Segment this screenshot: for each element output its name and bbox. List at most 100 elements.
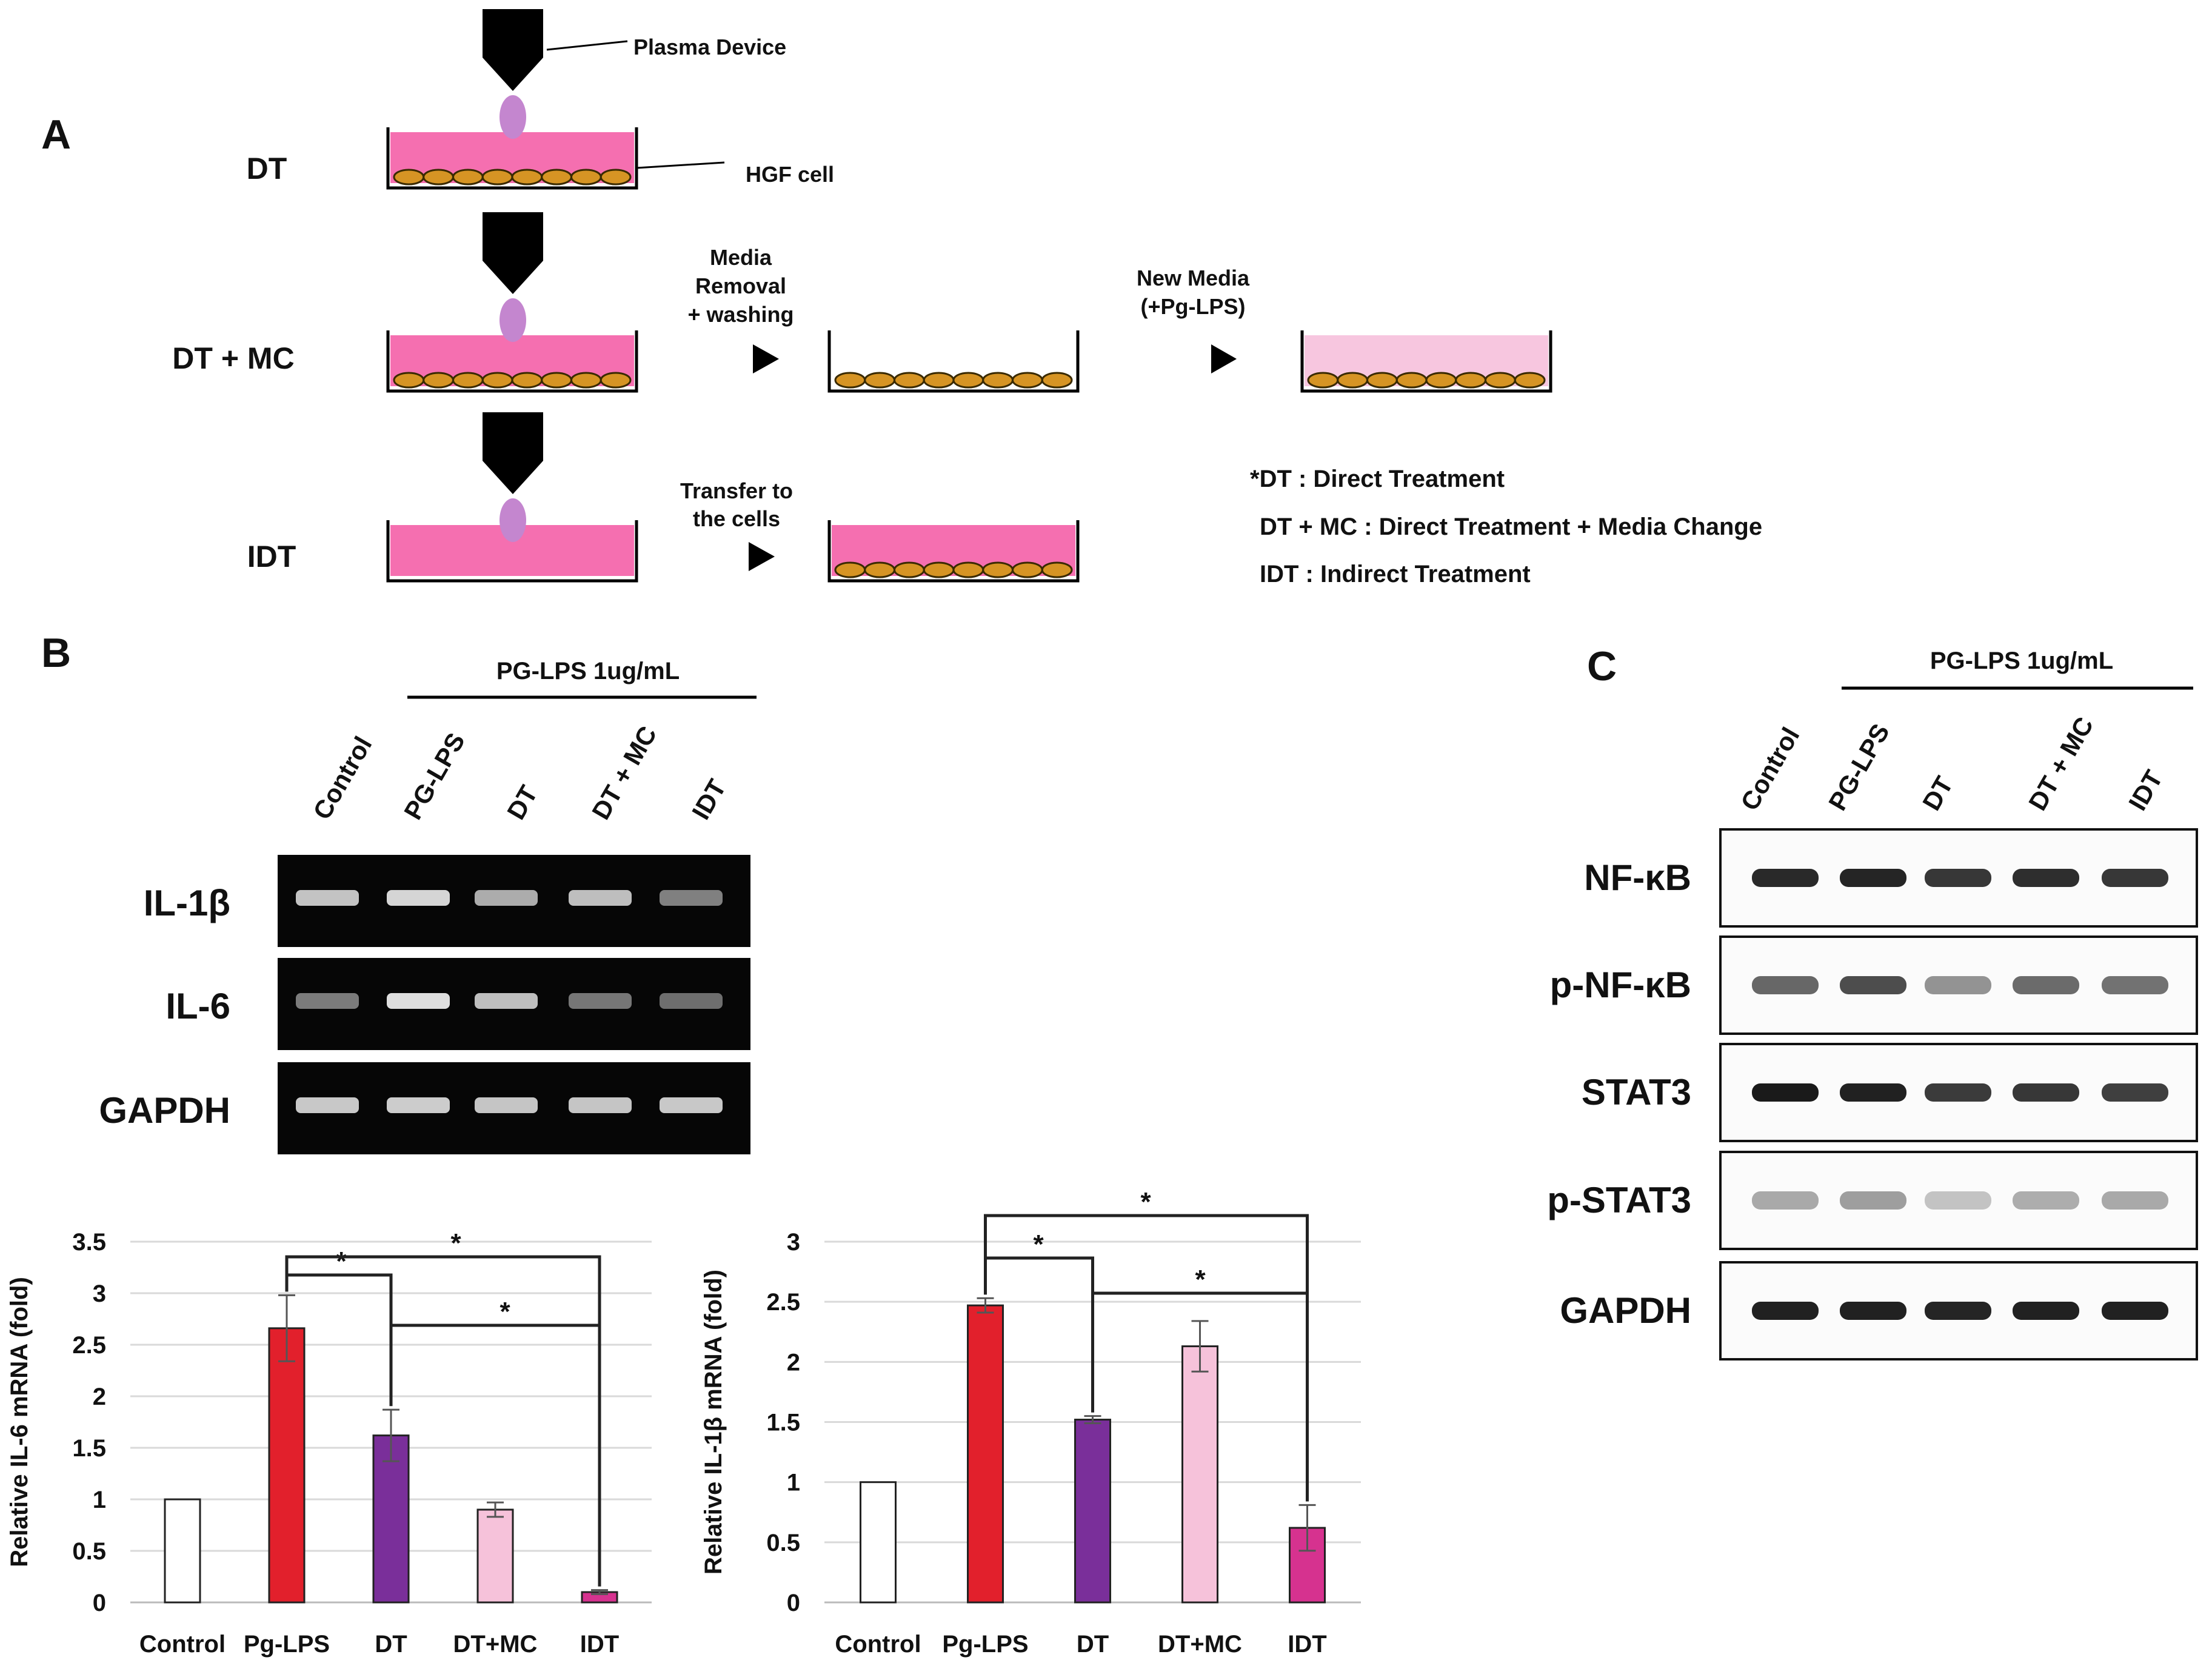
lane-label: Control — [307, 732, 377, 825]
y-tick-label: 3 — [787, 1229, 800, 1256]
y-tick-label: 1.5 — [766, 1410, 800, 1436]
dish-dt — [386, 127, 638, 190]
transfer-line-2: the cells — [693, 506, 780, 531]
blot-band — [1752, 869, 1819, 887]
blot-band — [2102, 976, 2168, 994]
plasma-device-idt — [483, 412, 543, 542]
gel-band — [387, 993, 450, 1009]
gel-band — [660, 993, 723, 1009]
bar-IDT — [1289, 1527, 1326, 1604]
y-tick-label: 2.5 — [766, 1289, 800, 1316]
y-tick-label: 3.5 — [72, 1229, 106, 1256]
plasma-device-idt-body — [483, 412, 543, 494]
hgf-cell-label: HGF cell — [746, 162, 834, 187]
dish-dtmc-new-media — [1300, 330, 1552, 393]
dish-idt-transfer-cell — [952, 561, 984, 578]
panel-c-letter: C — [1587, 643, 1617, 689]
plasma-device-dt-body — [483, 9, 543, 91]
y-axis-label: Relative IL-1β mRNA (fold) — [700, 1270, 727, 1575]
y-tick-label: 2 — [787, 1349, 800, 1376]
bar-DT — [372, 1434, 410, 1604]
dish-dt-cell — [423, 169, 454, 186]
lane-label: DT + MC — [2023, 712, 2099, 815]
gel-band — [475, 993, 538, 1009]
blot-band — [2013, 1083, 2079, 1102]
x-tick-label: IDT — [1288, 1631, 1326, 1658]
dish-dtmc-cell — [600, 372, 632, 389]
dishes — [386, 127, 1552, 583]
dish-dtmc-new-media-cell — [1514, 372, 1546, 389]
blot-band — [1925, 1191, 1991, 1210]
significance-bracket — [285, 1255, 601, 1587]
blot-band — [1752, 976, 1819, 994]
gel-band — [296, 1097, 359, 1113]
dish-dt-cell — [600, 169, 632, 186]
gel-band — [660, 1097, 723, 1113]
gel-band — [296, 890, 359, 906]
panel-b-letter: B — [41, 630, 71, 676]
arrow-transfer — [700, 542, 775, 571]
row-label-dt: DT — [247, 152, 287, 186]
blot-row-label: p-STAT3 — [1547, 1180, 1691, 1220]
dish-dtmc-washed-cell — [923, 372, 955, 389]
blot-row-label: NF-κB — [1584, 857, 1691, 898]
dish-dtmc-washed-cell — [952, 372, 984, 389]
plasma-device-dtmc-plasma — [500, 298, 526, 342]
panel-c-treatment-header: PG-LPS 1ug/mL — [1930, 648, 2113, 674]
media-removal-line-3: + washing — [687, 302, 794, 327]
gel-band — [569, 890, 632, 906]
gel-band — [660, 890, 723, 906]
significance-star: * — [1033, 1230, 1044, 1259]
blot-row-label: GAPDH — [1560, 1290, 1691, 1331]
dish-dt-cell — [393, 169, 425, 186]
legend-line-1: *DT : Direct Treatment — [1250, 466, 1505, 492]
bar-Control — [860, 1481, 897, 1604]
media-removal-line-1: Media — [710, 245, 772, 270]
blot-band — [2013, 1302, 2079, 1320]
gel-row-label: IL-1β — [144, 883, 230, 923]
dish-dt-cell — [511, 169, 543, 186]
blot-row-label: p-NF-κB — [1550, 965, 1691, 1005]
lane-label: IDT — [2123, 765, 2168, 815]
dish-dtmc-washed-cell — [894, 372, 925, 389]
dish-idt-transfer-cell — [864, 561, 895, 578]
blot-band — [2013, 869, 2079, 887]
dish-idt-wall — [386, 520, 638, 583]
dish-dt-wall — [386, 127, 638, 190]
dish-dtmc-washed-cell — [834, 372, 866, 389]
dish-idt-transfer — [827, 520, 1080, 583]
gel-band — [569, 993, 632, 1009]
new-media-line-1: New Media — [1137, 266, 1250, 290]
blot-band — [2013, 976, 2079, 994]
dish-idt-transfer-wall — [827, 520, 1080, 583]
row-label-dtmc: DT + MC — [172, 341, 294, 375]
dish-dt-cell — [570, 169, 602, 186]
bar-Pg-LPS — [967, 1304, 1004, 1604]
media-removal-line-2: Removal — [695, 273, 786, 298]
gel-band — [475, 1097, 538, 1113]
significance-star: * — [450, 1228, 461, 1258]
lane-label: Control — [1735, 723, 1805, 815]
dish-dtmc-cell — [511, 372, 543, 389]
significance-star: * — [336, 1247, 347, 1276]
blot-band — [1752, 1083, 1819, 1102]
blot-band — [2102, 1191, 2168, 1210]
new-media-line-2: (+Pg-LPS) — [1140, 294, 1245, 319]
blot-band — [1840, 1191, 1906, 1210]
dish-dtmc-washed — [827, 330, 1080, 393]
x-tick-label: Control — [835, 1631, 921, 1658]
gel-band — [387, 1097, 450, 1113]
x-tick-label: IDT — [580, 1631, 619, 1658]
dish-dtmc-new-media-cell — [1395, 372, 1428, 389]
x-tick-label: Pg-LPS — [942, 1631, 1028, 1658]
dish-dtmc-cell — [393, 372, 425, 389]
plasma-device-idt-plasma — [500, 498, 526, 542]
x-tick-label: Control — [139, 1631, 226, 1658]
y-tick-label: 1 — [787, 1470, 800, 1496]
dish-dtmc-cell — [481, 372, 513, 389]
